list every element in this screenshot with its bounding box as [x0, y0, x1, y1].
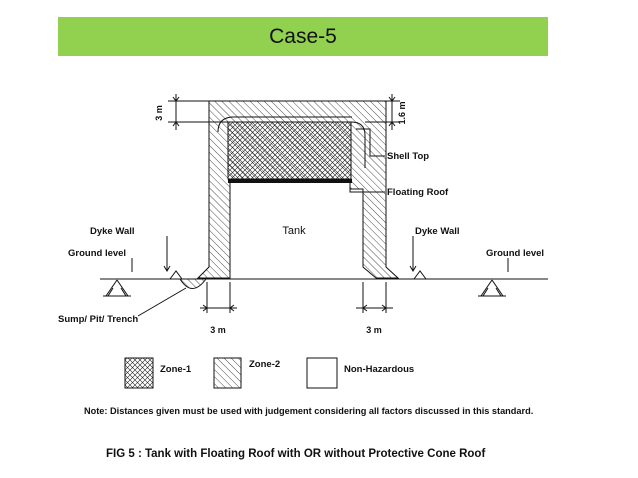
legend-label-zone2: Zone-2: [249, 359, 280, 370]
leader-shell-top: [356, 128, 385, 157]
ground-symbol-left: [103, 279, 131, 297]
legend-swatch-zone2: [213, 357, 242, 389]
dimension-label-bottom-right: 3 m: [366, 325, 382, 335]
legend-swatch-nonhaz: [306, 357, 338, 389]
floating-roof: [228, 179, 352, 183]
legend-label-zone1: Zone-1: [160, 364, 192, 375]
slide-title: Case-5: [269, 25, 337, 48]
leader-floating-roof: [349, 184, 385, 193]
zone1-edge: [350, 121, 366, 168]
leader-dyke-wall-right: [409, 236, 417, 272]
dimension-label-bottom-left: 3 m: [210, 325, 226, 335]
label-ground-level-left: Ground level: [68, 248, 126, 259]
label-ground-level-right: Ground level: [486, 248, 544, 259]
shell-top-line: [217, 116, 352, 133]
dyke-wall-left: [169, 270, 183, 280]
label-shell-top: Shell Top: [387, 151, 429, 162]
label-dyke-wall-right: Dyke Wall: [415, 226, 460, 237]
zone1-region: [227, 121, 352, 180]
figure-caption: FIG 5 : Tank with Floating Roof with OR …: [106, 448, 485, 460]
legend-label-nonhaz: Non-Hazardous: [344, 364, 414, 375]
dyke-wall-right: [413, 270, 427, 280]
dimension-label-top-left: 3 m: [154, 105, 164, 121]
legend-swatch-zone1: [124, 357, 154, 389]
label-floating-roof: Floating Roof: [387, 187, 449, 198]
leader-dyke-wall-left: [163, 236, 171, 272]
label-dyke-wall-left: Dyke Wall: [90, 226, 135, 237]
dimension-top-right: [365, 94, 400, 130]
dimension-bottom-right: [356, 282, 393, 313]
label-tank: Tank: [282, 225, 306, 237]
label-sump: Sump/ Pit/ Trench: [58, 314, 138, 325]
dimension-label-top-right: 1.6 m: [397, 101, 407, 124]
sump-pit: [179, 278, 207, 289]
ground-symbol-right: [478, 279, 506, 297]
leader-sump: [137, 287, 187, 317]
title-banner: Case-5: [58, 17, 548, 56]
dimension-bottom-left: [200, 282, 237, 313]
dimension-top-left: [168, 94, 228, 130]
note-text: Note: Distances given must be used with …: [84, 406, 533, 416]
